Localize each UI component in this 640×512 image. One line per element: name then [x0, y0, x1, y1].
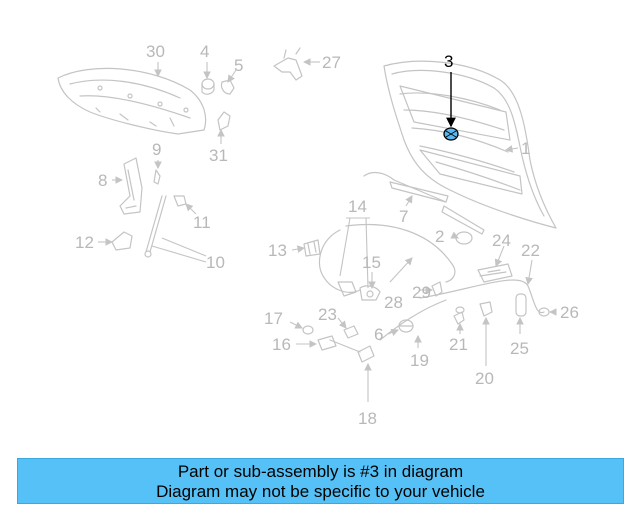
banner-line-disclaimer: Diagram may not be specific to your vehi… [156, 482, 485, 501]
bumper-2-part [455, 231, 473, 245]
callout-23: 23 [318, 305, 337, 324]
callout-4: 4 [200, 42, 209, 61]
callout-16: 16 [272, 335, 291, 354]
callout-1: 1 [521, 139, 530, 158]
callout-26: 26 [560, 303, 579, 322]
retainer-clip-part [220, 79, 235, 95]
callout-27: 27 [322, 53, 341, 72]
callout-8: 8 [98, 171, 107, 190]
hood-insulator-part [57, 67, 207, 135]
callout-29: 29 [412, 283, 431, 302]
hood-bumper-3-highlighted [443, 127, 459, 141]
callout-17: 17 [264, 309, 283, 328]
clip-31-part [217, 111, 231, 131]
latch-15-part [359, 285, 381, 301]
callout-5: 5 [234, 56, 243, 75]
pivot-9-part [153, 169, 161, 185]
clip-6-part [398, 319, 414, 333]
parts-diagram: 30 4 5 27 3 1 9 31 8 11 10 12 14 7 2 24 … [57, 42, 579, 428]
callout-28: 28 [384, 293, 403, 312]
bracket-8-part [119, 157, 143, 215]
callout-10: 10 [206, 253, 225, 272]
callout-9: 9 [152, 140, 161, 159]
callout-15: 15 [362, 253, 381, 272]
callout-labels: 30 4 5 27 3 1 9 31 8 11 10 12 14 7 2 24 … [75, 42, 579, 428]
release-cable-14-part [318, 223, 456, 297]
switch-29-part [431, 281, 443, 297]
hood-bumper-part [201, 78, 215, 95]
handle-18-part [329, 339, 375, 363]
callout-6: 6 [374, 325, 383, 344]
support-rod-part [144, 195, 187, 258]
bracket-12-part [111, 231, 133, 251]
cable-22-part [379, 279, 545, 341]
callout-22: 22 [521, 241, 540, 260]
info-banner: Part or sub-assembly is #3 in diagram Di… [17, 458, 624, 504]
callout-11: 11 [193, 213, 211, 232]
leader-lines [98, 58, 557, 402]
clip-23-part [343, 325, 359, 339]
callout-31: 31 [209, 146, 228, 165]
callout-7: 7 [399, 207, 408, 226]
callout-20: 20 [475, 369, 494, 388]
cap-17-part [302, 325, 314, 335]
bracket-16-part [317, 335, 337, 351]
handle-25-part [515, 293, 527, 317]
weatherstrip-7-part [363, 171, 485, 235]
striker-24-part [477, 263, 513, 283]
callout-18: 18 [358, 409, 377, 428]
callout-14: 14 [348, 197, 367, 216]
callout-13: 13 [268, 241, 287, 260]
callout-19: 19 [410, 351, 429, 370]
hood-hinge-part [273, 47, 303, 81]
hood-panel-part [383, 60, 557, 229]
grommet-21-part [453, 306, 465, 325]
banner-line-part-number: Part or sub-assembly is #3 in diagram [177, 462, 464, 481]
callout-12: 12 [75, 233, 94, 252]
callout-30: 30 [146, 42, 165, 61]
callout-2: 2 [435, 227, 444, 246]
callout-3: 3 [444, 52, 453, 71]
callout-21: 21 [449, 335, 468, 354]
bracket-13-part [303, 239, 321, 257]
callout-24: 24 [492, 231, 511, 250]
callout-25: 25 [510, 339, 529, 358]
clip-20-part [479, 301, 493, 317]
